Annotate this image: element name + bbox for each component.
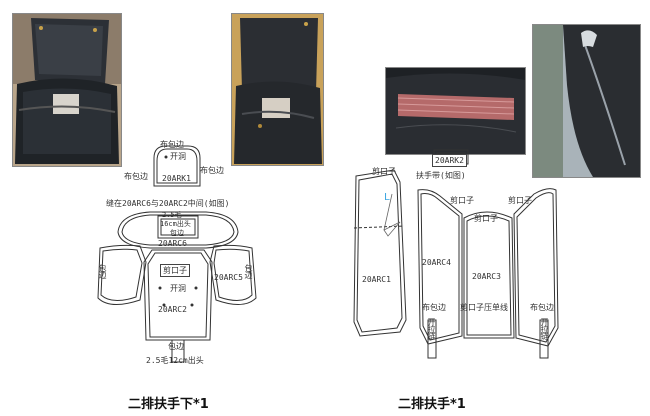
label-chu-tou: 2.5毛12cm出头: [146, 356, 204, 365]
label-arc4: 20ARC4: [422, 258, 451, 267]
label-jian-kou-zi-c: 剪口子: [508, 196, 532, 205]
arc4-piece: [417, 189, 463, 345]
label-jian-kou-zi-d: 剪口子: [474, 214, 498, 223]
label-dim2: 16cm出头: [160, 220, 191, 228]
label-arc2: 20ARC2: [158, 305, 187, 314]
label-jian-kou-zi-left: 剪口子: [160, 264, 190, 277]
label-bao-bian-right-wing: 包边: [244, 264, 253, 278]
label-ya-dan-xian: 剪口子压单线: [460, 303, 508, 312]
bag-open-illustration: [13, 14, 121, 166]
left-wing-piece: [97, 244, 147, 305]
label-bu-bao-bian-left: 布包边: [124, 172, 148, 181]
caption-left: 二排扶手下*1: [128, 397, 209, 412]
label-kai-la-lian-b: 开拉链: [540, 318, 549, 339]
label-sew-note: 缝在20ARC6与20ARC2中间(如图): [106, 199, 230, 208]
photo-left-closed-bag: [231, 13, 324, 166]
arc1-piece: [353, 169, 407, 337]
strap-illustration: [386, 68, 525, 154]
arc5-piece: [209, 244, 257, 305]
caption-right: 二排扶手*1: [398, 397, 466, 412]
zipper-illustration: [533, 25, 640, 177]
label-kai-dong: 开洞: [170, 284, 186, 293]
arc2-piece: [143, 249, 213, 341]
label-bao-bian-bottom: 包边: [168, 342, 184, 351]
photo-right-handle-strap: [385, 67, 526, 155]
label-fu-shou-dai: 扶手带(如图): [416, 171, 466, 180]
label-arc3: 20ARC3: [472, 272, 501, 281]
label-bao-bian-center: 包边: [170, 229, 184, 237]
label-bu-bao-bian-a: 布包边: [422, 303, 446, 312]
label-kai-dong-top: 开洞: [170, 152, 186, 161]
right-zip-panel: [513, 188, 559, 347]
photo-left-open-bag: [12, 13, 122, 167]
bag-closed-illustration: [232, 14, 323, 165]
photo-right-zipper: [532, 24, 641, 178]
label-jian-kou-zi-a: 剪口子: [372, 167, 396, 176]
arc6-piece: [117, 211, 239, 249]
label-bao-bian-left-wing: 包边: [98, 264, 107, 278]
label-bu-bao-bian-right: 布包边: [200, 166, 224, 175]
label-ark2: 20ARK2: [432, 154, 467, 167]
label-l-mark: L: [384, 192, 391, 203]
label-ark1: 20ARK1: [162, 174, 191, 183]
ark1-piece: [153, 145, 201, 187]
label-dim1: 2.5毛: [162, 211, 182, 219]
arc3-piece: [463, 211, 515, 339]
label-arc6: 20ARC6: [158, 239, 187, 248]
label-jian-kou-zi-b: 剪口子: [450, 196, 474, 205]
label-bu-bao-bian-b: 布包边: [530, 303, 554, 312]
label-arc5: 20ARC5: [214, 273, 243, 282]
label-kai-la-lian-a: 开拉链: [427, 318, 436, 339]
label-arc1: 20ARC1: [362, 275, 391, 284]
label-bu-bao-bian-top: 布包边: [160, 140, 184, 149]
